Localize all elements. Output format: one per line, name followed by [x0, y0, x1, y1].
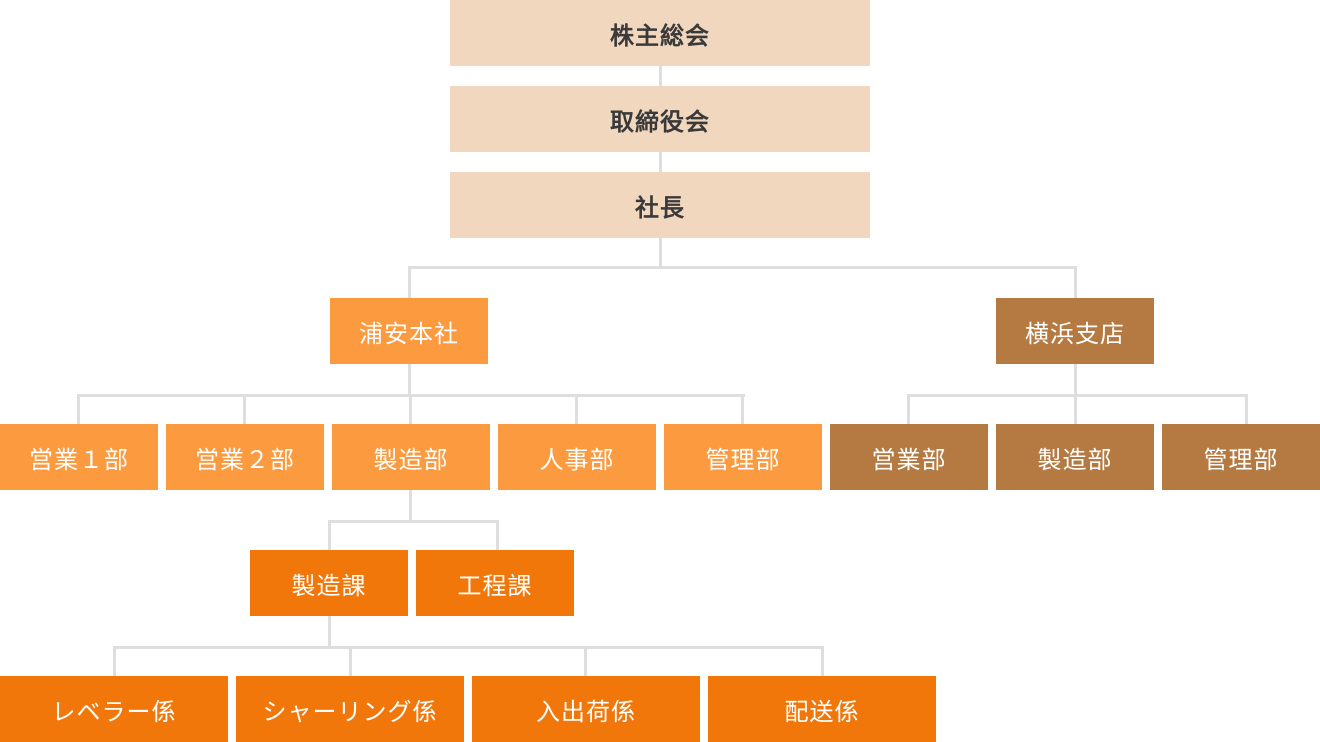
board-of-directors-box: 取締役会: [450, 86, 870, 152]
connector-line: [113, 646, 824, 649]
connector-line: [1074, 364, 1077, 396]
connector-line: [584, 646, 587, 676]
hq-sales-1-dept-box: 営業１部: [0, 424, 158, 490]
connector-line: [907, 394, 1248, 397]
connector-line: [408, 266, 1077, 269]
branch-management-dept-box: 管理部: [1162, 424, 1320, 490]
connector-line: [328, 616, 331, 648]
connector-line: [243, 394, 246, 424]
hq-sales-2-dept-box: 営業２部: [166, 424, 324, 490]
connector-line: [659, 152, 662, 172]
connector-line: [408, 266, 411, 298]
connector-line: [409, 490, 412, 522]
leveler-unit-box: レベラー係: [0, 676, 228, 742]
connector-line: [77, 394, 80, 424]
connector-line: [328, 520, 499, 523]
hq-management-dept-box: 管理部: [664, 424, 822, 490]
shareholders-meeting-box: 株主総会: [450, 0, 870, 66]
connector-line: [1245, 394, 1248, 424]
delivery-unit-box: 配送係: [708, 676, 936, 742]
connector-line: [821, 646, 824, 676]
connector-line: [575, 394, 578, 424]
connector-line: [409, 394, 412, 424]
connector-line: [659, 66, 662, 86]
connector-line: [496, 520, 499, 550]
hq-manufacturing-dept-box: 製造部: [332, 424, 490, 490]
process-section-box: 工程課: [416, 550, 574, 616]
connector-line: [907, 394, 910, 424]
branch-sales-dept-box: 営業部: [830, 424, 988, 490]
connector-line: [659, 238, 662, 268]
manufacturing-section-box: 製造課: [250, 550, 408, 616]
connector-line: [349, 646, 352, 676]
hq-hr-dept-box: 人事部: [498, 424, 656, 490]
president-box: 社長: [450, 172, 870, 238]
connector-line: [113, 646, 116, 676]
connector-line: [1074, 394, 1077, 424]
yokohama-branch-box: 横浜支店: [996, 298, 1154, 364]
connector-line: [741, 394, 744, 424]
branch-manufacturing-dept-box: 製造部: [996, 424, 1154, 490]
shearing-unit-box: シャーリング係: [236, 676, 464, 742]
connector-line: [1074, 266, 1077, 298]
urayasu-headquarters-box: 浦安本社: [330, 298, 488, 364]
connector-line: [408, 364, 411, 396]
shipping-receiving-unit-box: 入出荷係: [472, 676, 700, 742]
connector-line: [328, 520, 331, 550]
